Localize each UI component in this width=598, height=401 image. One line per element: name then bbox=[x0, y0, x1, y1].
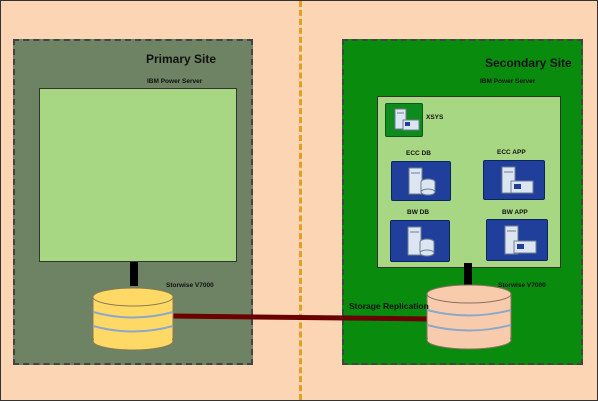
bw-app-tile bbox=[486, 219, 548, 261]
secondary-site-title: Secondary Site bbox=[485, 56, 572, 70]
bw-db-label: BW DB bbox=[407, 209, 430, 216]
primary-server-storage-link bbox=[130, 262, 138, 286]
xsys-tile bbox=[385, 103, 423, 137]
xsys-label: XSYS bbox=[426, 114, 444, 121]
bw-app-label: BW APP bbox=[502, 209, 528, 216]
site-divider bbox=[299, 1, 302, 400]
primary-server-label: IBM Power Server bbox=[147, 78, 203, 85]
primary-power-server bbox=[39, 88, 237, 262]
ecc-app-label: ECC APP bbox=[497, 149, 526, 156]
ecc-db-tile bbox=[391, 161, 451, 201]
secondary-server-label: IBM Power Server bbox=[480, 78, 536, 85]
app-server-icon bbox=[504, 225, 537, 255]
database-server-icon bbox=[407, 226, 435, 257]
ecc-app-tile bbox=[483, 160, 545, 200]
ecc-db-label: ECC DB bbox=[406, 150, 431, 157]
database-server-icon bbox=[408, 167, 436, 196]
primary-storage-label: Storwise V7000 bbox=[166, 282, 214, 289]
server-app-icon bbox=[394, 108, 420, 131]
replication-label: Storage Replication bbox=[349, 301, 429, 311]
app-server-icon bbox=[501, 166, 534, 194]
bw-db-tile bbox=[390, 220, 450, 262]
primary-site-title: Primary Site bbox=[146, 52, 217, 66]
primary-storage-disk-icon bbox=[92, 287, 174, 351]
secondary-server-storage-link bbox=[464, 263, 472, 285]
replication-line bbox=[170, 313, 432, 322]
secondary-storage-disk-icon bbox=[426, 284, 512, 350]
secondary-storage-label: Storwise V7000 bbox=[498, 282, 546, 289]
